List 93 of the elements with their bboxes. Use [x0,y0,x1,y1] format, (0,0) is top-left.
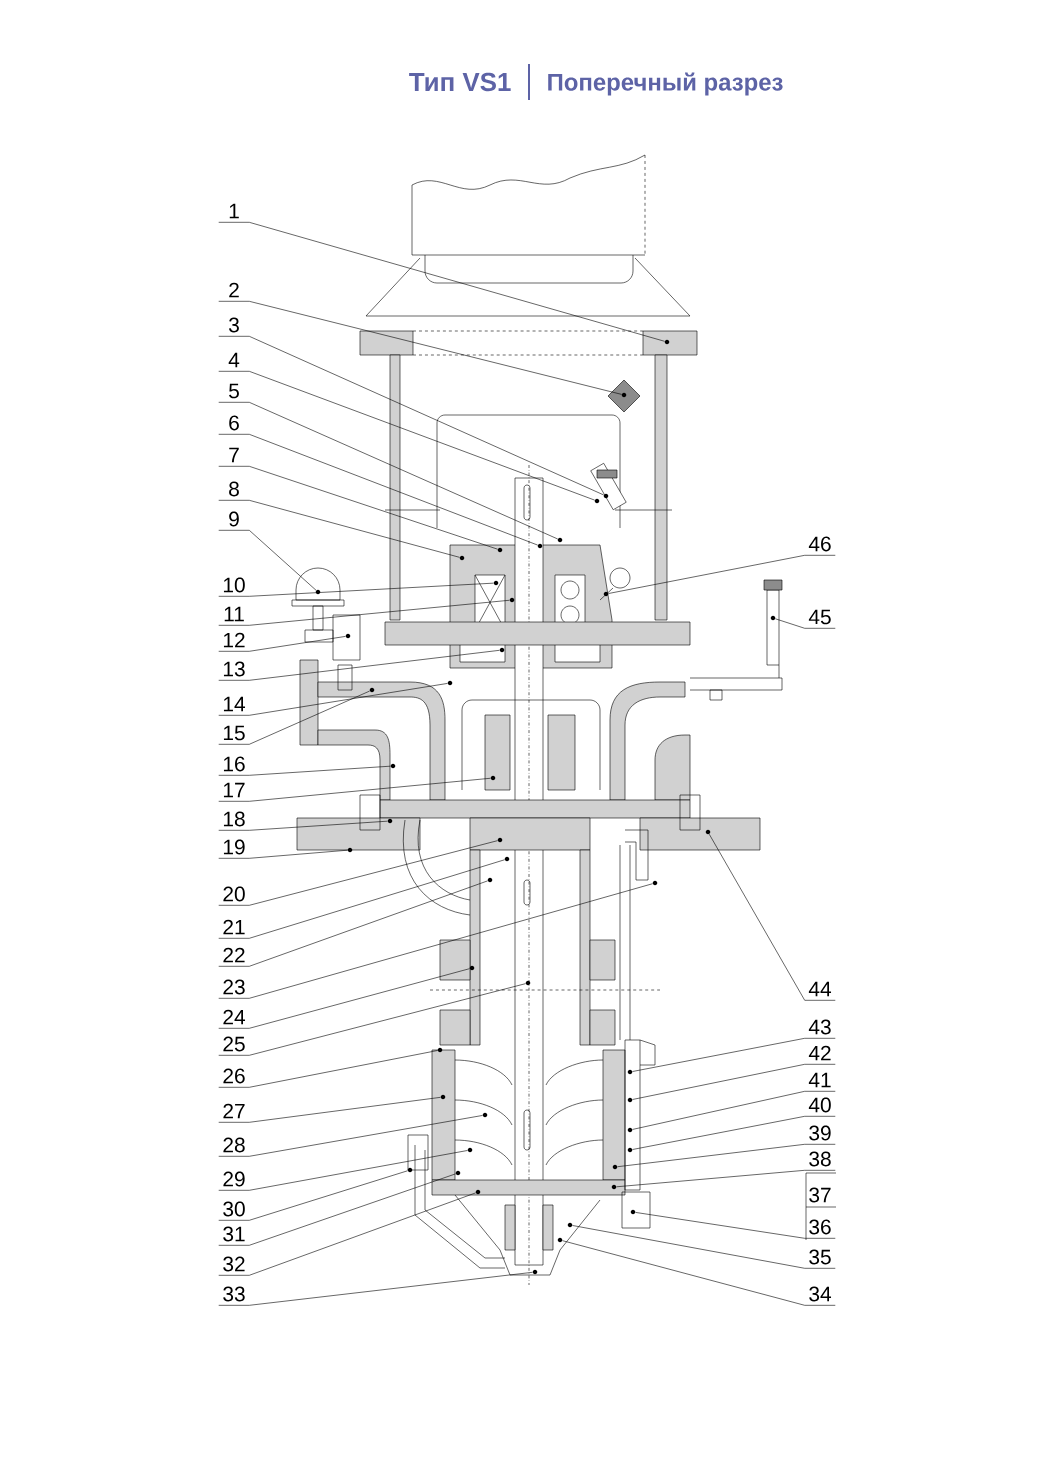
callout-number: 35 [809,1249,831,1265]
leader-line [218,849,348,859]
callout-number: 14 [223,696,245,712]
leader-line [218,968,470,1029]
leader-line [617,1144,836,1167]
leader-line [608,555,836,594]
leader-line [218,301,622,395]
leader-line [218,402,558,540]
callout-number: 24 [223,1009,245,1025]
leader-line [218,1173,456,1246]
leader-line [218,434,538,546]
callout-number: 12 [223,632,245,648]
leader-line [218,983,526,1056]
leader-line [632,1064,836,1100]
callout-number: 4 [228,352,240,368]
leader-line [218,371,595,501]
title: Тип VS1 [409,72,511,92]
leader-line [218,1192,476,1276]
leader-line [218,466,498,550]
callout-number: 15 [223,725,245,741]
leader-line [632,1038,836,1072]
leader-line [218,222,665,342]
leader-line [635,1212,836,1239]
callout-number: 2 [229,282,239,298]
callout-number: 9 [229,511,239,527]
leader-line [218,1272,533,1306]
callout-number: 17 [223,782,245,798]
leader-line [218,777,491,802]
callout-number: 22 [223,947,245,963]
callout-number: 28 [223,1137,245,1153]
leader-line [218,883,653,999]
callout-number: 43 [808,1019,831,1035]
leader-line [218,690,370,745]
callout-number: 38 [809,1151,831,1167]
leader-line [218,1097,441,1123]
callout-number: 32 [223,1256,245,1272]
callout-number: 27 [223,1103,245,1119]
callout-number: 41 [808,1072,831,1088]
callout-number: 42 [808,1045,831,1061]
callout-number: 39 [809,1125,831,1141]
callout-number: 45 [808,609,831,625]
callout-number: 5 [229,383,239,399]
callout-number: 40 [808,1097,831,1113]
callout-number: 8 [229,481,239,497]
leader-line [709,833,836,1001]
leader-line [218,1050,438,1088]
callout-number: 26 [223,1068,245,1084]
leader-line [632,1091,836,1130]
leader-line [218,1150,468,1191]
callout-number: 1 [229,203,239,219]
callout-number: 31 [223,1226,245,1242]
callout-number: 44 [808,981,831,997]
leader-line [218,636,346,652]
callout-number: 37 [809,1187,831,1203]
leader-line [632,1116,836,1150]
callout-number: 18 [223,811,245,827]
callout-number: 7 [229,447,239,463]
leader-line [218,1115,483,1157]
leader-line [218,336,604,496]
callout-number: 33 [223,1286,245,1302]
callout-number: 25 [223,1036,245,1052]
leader-line [218,530,317,591]
callout-number: 46 [808,536,831,552]
callout-number: 34 [809,1286,831,1302]
leader-line [218,500,460,558]
callout-number: 13 [223,661,245,677]
leader-line [218,650,500,681]
leader-line [218,582,494,597]
callout-number: 19 [223,839,245,855]
callout-number: 10 [223,577,245,593]
leader-line [218,880,488,967]
callout-number: 29 [223,1171,245,1187]
leader-line [572,1225,836,1269]
leader-line [616,1170,836,1188]
callout-number: 36 [809,1219,831,1235]
leader-line [218,599,510,626]
callout-number: 16 [223,756,245,772]
callout-number: 3 [229,317,239,333]
subtitle: Поперечный разрез [548,72,783,96]
leader-line [218,683,448,716]
leader-line [218,765,391,776]
callout-number: 6 [229,415,239,431]
leader-line [218,840,498,906]
leader-line [562,1240,836,1306]
callout-number: 21 [223,919,245,935]
leader-line [775,618,836,629]
callout-number: 11 [224,606,244,622]
callout-number: 30 [223,1201,245,1217]
callout-number: 20 [223,886,245,902]
leader-line [218,859,505,939]
callout-number: 23 [223,979,245,995]
leader-line [218,1170,408,1221]
leader-line [218,820,388,831]
